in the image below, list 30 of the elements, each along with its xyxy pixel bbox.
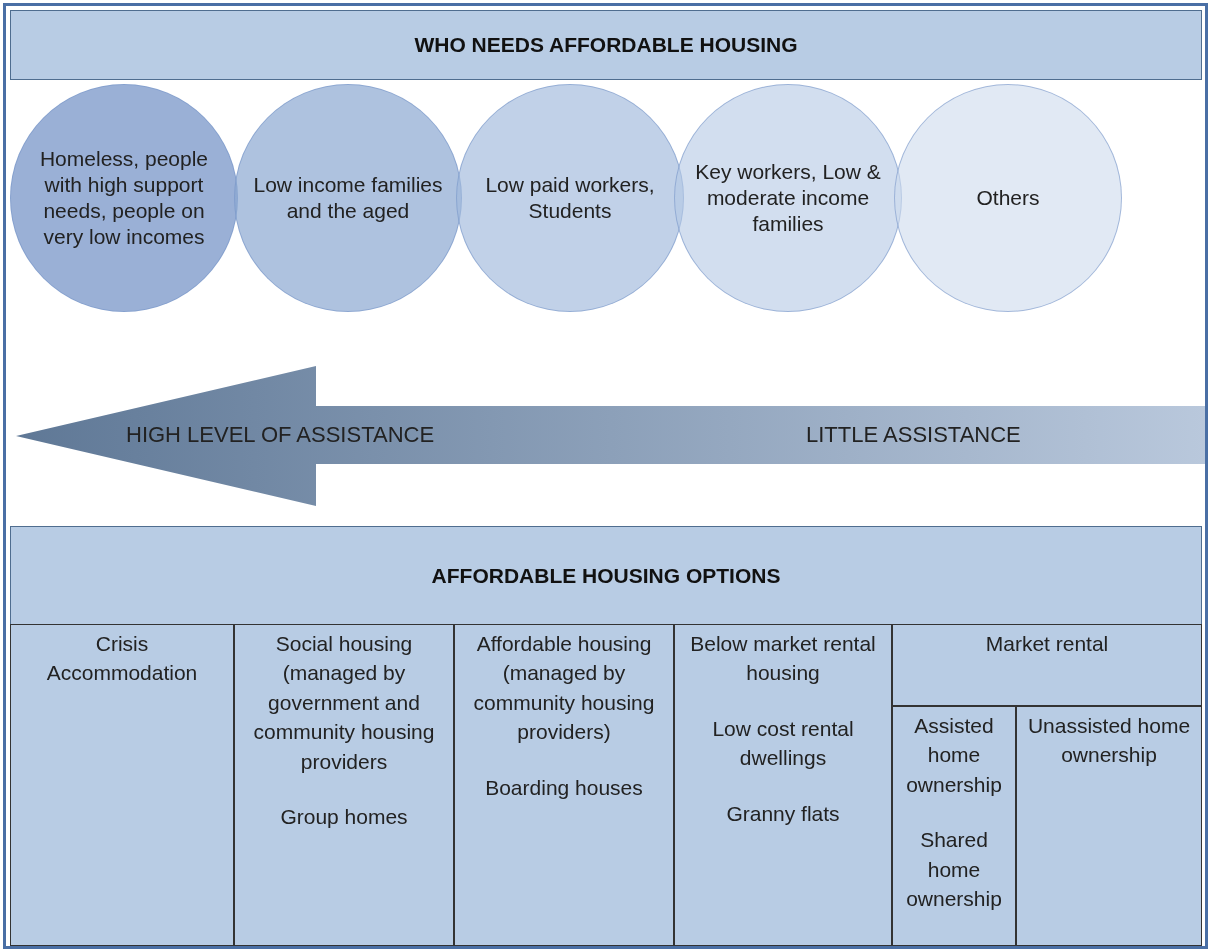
table-cell (10, 624, 234, 946)
arrow-label: HIGH LEVEL OF ASSISTANCE (126, 422, 435, 448)
heading-band (10, 10, 1202, 80)
circle-text: Low paid workers, Students (484, 171, 656, 224)
cell-text: Crisis Accommodation (45, 631, 199, 687)
cell-text: Granny flats (726, 800, 840, 827)
table-cell (454, 624, 674, 946)
table-cell (674, 624, 892, 946)
table-cell (234, 624, 454, 946)
cell-text: Affordable housing (managed by community housing providers) (472, 631, 656, 746)
heading-band (10, 526, 1202, 626)
heading-text: AFFORDABLE HOUSING OPTIONS (431, 564, 781, 588)
circle-text: Others (976, 184, 1040, 211)
cell-text: Unassisted home ownership (1026, 713, 1192, 769)
table-cell (892, 706, 1016, 946)
circle-text: Low income families and the aged (252, 171, 444, 224)
cell-text: Assisted home ownership (905, 713, 1003, 798)
circle-text: Key workers, Low & moderate income families (694, 158, 882, 238)
cell-text: Group homes (280, 803, 408, 830)
cell-text: Social housing (managed by government and community housing providers (252, 631, 436, 775)
circle-text: Homeless, people with high support needs, people on very low incomes (38, 145, 210, 251)
table-cell (1016, 706, 1202, 946)
cell-text: Low cost rental dwellings (711, 715, 855, 772)
cell-text: Below market rental housing (689, 631, 877, 687)
cell-text: Market rental (985, 631, 1109, 657)
table-cell (892, 624, 1202, 706)
cell-text: Boarding houses (485, 774, 643, 801)
heading-text: WHO NEEDS AFFORDABLE HOUSING (414, 33, 798, 57)
arrow-label: LITTLE ASSISTANCE (806, 422, 1021, 448)
cell-text: Shared home ownership (905, 827, 1003, 912)
